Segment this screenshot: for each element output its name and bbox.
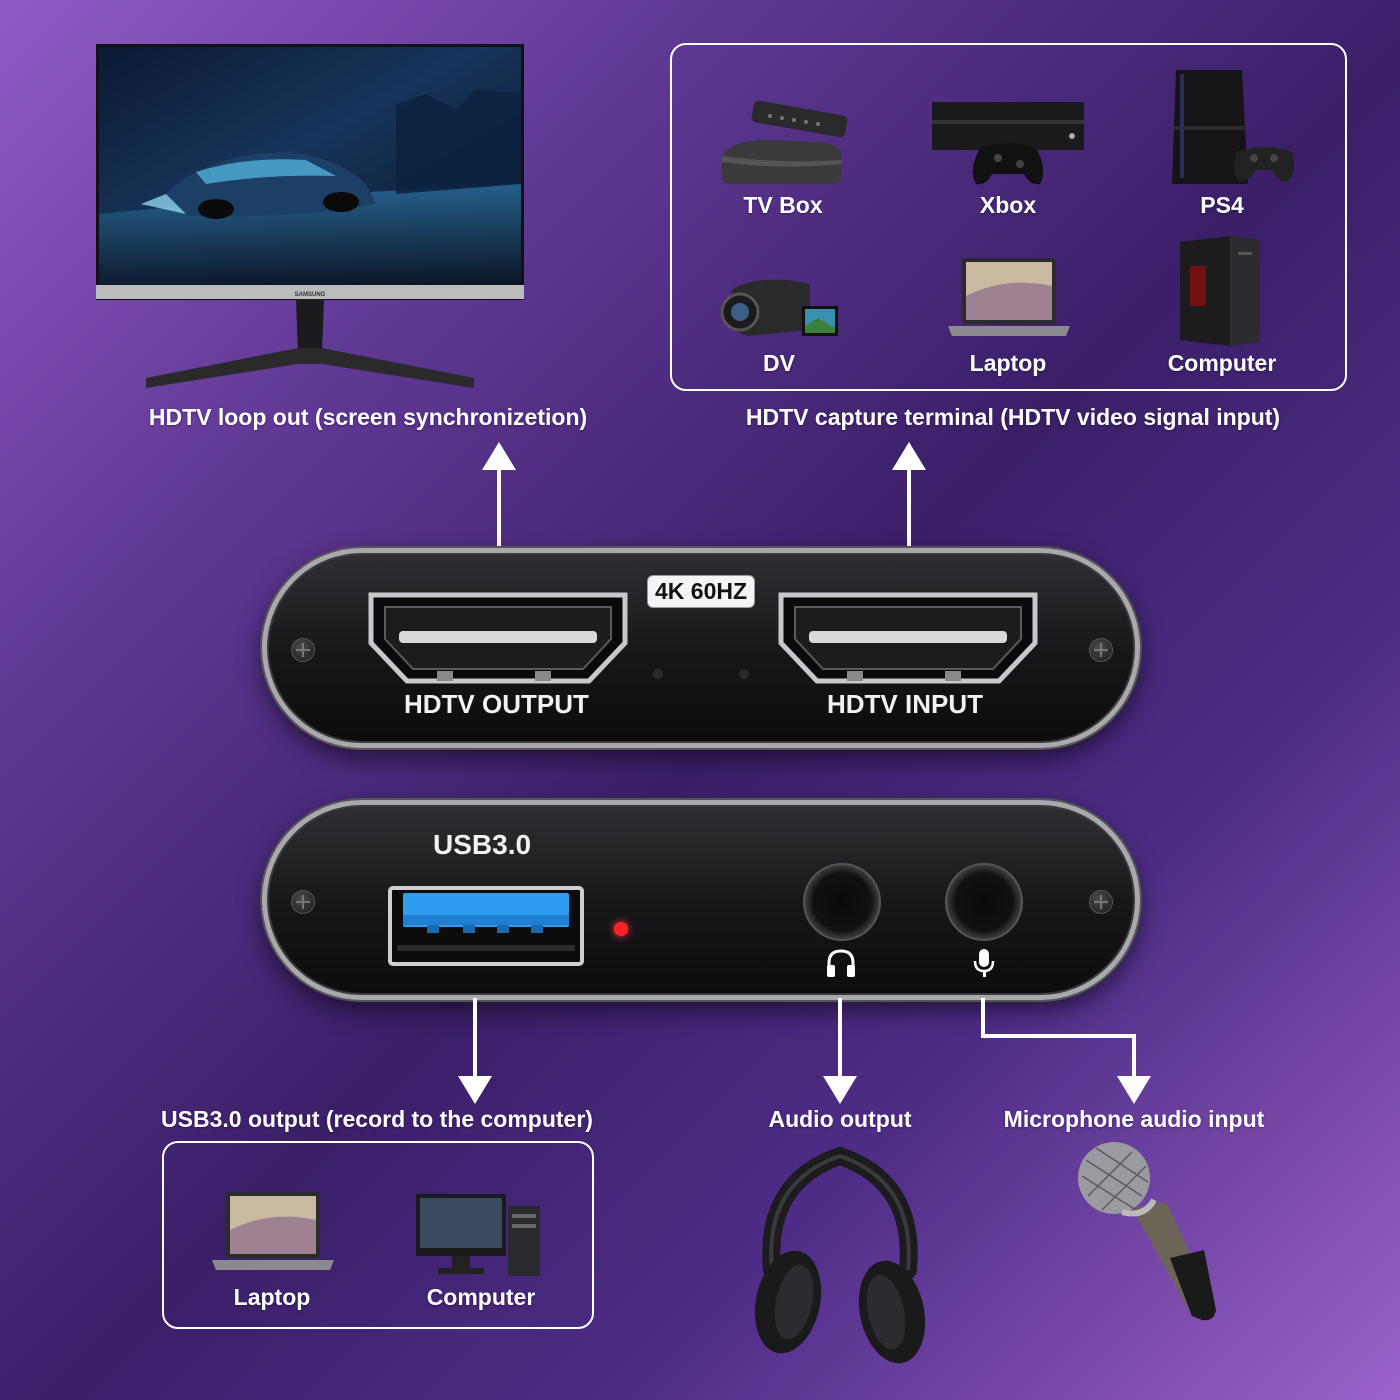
arrow-down-usb xyxy=(458,998,492,1104)
usb-target-laptop: Laptop xyxy=(233,1284,311,1310)
arrow-up-capture xyxy=(892,442,926,548)
capture-sources-panel xyxy=(670,43,1347,391)
status-led xyxy=(614,922,628,936)
hdmi-output-port[interactable] xyxy=(365,591,631,685)
usb-target-computer: Computer xyxy=(426,1284,536,1310)
capture-device-back: USB3.0 xyxy=(262,800,1140,1000)
screw-icon xyxy=(291,638,315,662)
monitor-illustration: SAMSUNG xyxy=(96,44,524,390)
microphone-jack[interactable] xyxy=(945,863,1023,941)
computer-tower-icon xyxy=(1180,236,1260,346)
usb3-port[interactable] xyxy=(387,885,585,969)
headphone-jack[interactable] xyxy=(803,863,881,941)
arrow-mic-elbow xyxy=(981,998,1151,1104)
microphone-illustration xyxy=(1078,1142,1216,1321)
monitor-brand: SAMSUNG xyxy=(295,292,326,298)
screw-icon xyxy=(291,890,315,914)
camcorder-icon xyxy=(720,279,838,336)
headphones-icon xyxy=(827,949,855,977)
hdmi-output-label: HDTV OUTPUT xyxy=(404,689,589,719)
ps4-icon xyxy=(1172,70,1294,184)
laptop-icon xyxy=(212,1192,334,1270)
source-label-tv-box: TV Box xyxy=(743,192,823,218)
arrow-down-audio xyxy=(823,998,857,1104)
tv-box-icon xyxy=(722,100,848,184)
capture-device-front: 4K 60HZ HDTV OUTPUT HDTV INPUT xyxy=(262,548,1140,748)
arrow-up-loop-out xyxy=(482,442,516,548)
microphone-icon xyxy=(973,949,995,977)
source-label-ps4: PS4 xyxy=(1200,192,1244,218)
source-label-dv: DV xyxy=(763,350,795,376)
indicator-hole xyxy=(739,669,749,679)
laptop-icon xyxy=(948,258,1070,336)
screw-icon xyxy=(1089,638,1113,662)
indicator-hole xyxy=(653,669,663,679)
source-label-xbox: Xbox xyxy=(979,192,1037,218)
source-label-computer: Computer xyxy=(1167,350,1277,376)
audio-output-caption: Audio output xyxy=(768,1106,912,1132)
hdmi-input-port[interactable] xyxy=(775,591,1041,685)
usb-label: USB3.0 xyxy=(433,829,532,860)
usb-output-caption: USB3.0 output (record to the computer) xyxy=(161,1106,593,1132)
loop-out-caption: HDTV loop out (screen synchronizetion) xyxy=(148,404,588,430)
source-label-laptop: Laptop xyxy=(969,350,1047,376)
capture-terminal-caption: HDTV capture terminal (HDTV video signal… xyxy=(745,404,1281,430)
usb-targets-panel xyxy=(162,1141,594,1329)
screw-icon xyxy=(1089,890,1113,914)
hdmi-input-label: HDTV INPUT xyxy=(827,689,983,719)
microphone-input-caption: Microphone audio input xyxy=(1003,1106,1265,1132)
desktop-computer-icon xyxy=(416,1194,540,1276)
headphones-illustration xyxy=(754,1146,926,1364)
xbox-icon xyxy=(932,102,1084,185)
resolution-badge: 4K 60HZ xyxy=(647,575,756,608)
